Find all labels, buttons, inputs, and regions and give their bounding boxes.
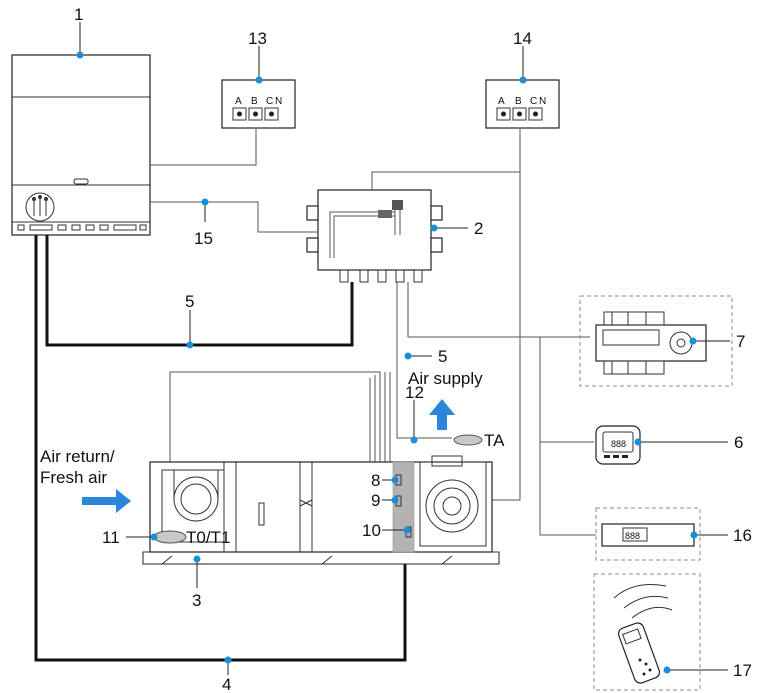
callout-11: 11 <box>102 528 120 547</box>
callout-9: 9 <box>371 491 380 510</box>
callout-2: 2 <box>474 219 483 238</box>
callout-16: 16 <box>733 526 752 545</box>
t0-t1-label: T0/T1 <box>186 528 230 547</box>
outdoor-unit <box>11 54 151 236</box>
controller-7 <box>579 295 733 387</box>
remote-control-icon <box>617 622 661 684</box>
air-handling-unit <box>142 455 500 565</box>
terminal-b-label: B <box>515 96 522 107</box>
ta-label: TA <box>484 431 505 450</box>
terminal-block-14: A B C N <box>485 79 560 129</box>
fresh-air-label: Fresh air <box>40 468 107 487</box>
callout-4: 4 <box>222 675 231 693</box>
wired-controller-display: 888 <box>611 439 626 449</box>
callout-10: 10 <box>362 521 381 540</box>
callout-13: 13 <box>248 29 267 48</box>
callout-6: 6 <box>734 433 743 452</box>
callout-3: 3 <box>192 591 201 610</box>
callout-7: 7 <box>736 332 745 351</box>
air-supply-label: Air supply <box>408 369 483 388</box>
callout-5-upper: 5 <box>185 292 194 311</box>
terminal-c-label: C <box>266 96 273 107</box>
air-supply-arrow-icon <box>429 399 455 430</box>
wired-controller-6: 888 <box>595 425 641 465</box>
valve-icon <box>32 195 48 216</box>
ta-sensor <box>453 434 483 446</box>
callout-8: 8 <box>371 471 380 490</box>
callout-12: 12 <box>405 383 424 402</box>
refrigerant-pipes <box>34 235 407 662</box>
terminal-n-label: N <box>275 96 282 107</box>
callout-17: 17 <box>733 661 752 680</box>
terminal-a-label: A <box>235 96 242 107</box>
callout-dots <box>76 51 698 674</box>
callout-15: 15 <box>194 229 213 248</box>
callout-14: 14 <box>513 29 532 48</box>
callout-5-lower: 5 <box>438 347 447 366</box>
air-return-label: Air return/ <box>40 447 115 466</box>
receiver-16: 888 <box>595 507 701 561</box>
terminal-a-label: A <box>498 96 505 107</box>
terminal-n-label: N <box>539 96 546 107</box>
control-box <box>306 189 443 283</box>
remote-control-17 <box>593 573 701 691</box>
t0-t1-sensor <box>153 530 187 544</box>
terminal-b-label: B <box>251 96 258 107</box>
terminal-c-label: C <box>530 96 537 107</box>
air-return-arrow-icon <box>82 489 131 513</box>
callout-1: 1 <box>74 5 83 24</box>
supply-fan <box>419 455 487 547</box>
receiver-display: 888 <box>625 531 640 541</box>
terminal-block-13: A B C N <box>221 79 296 129</box>
